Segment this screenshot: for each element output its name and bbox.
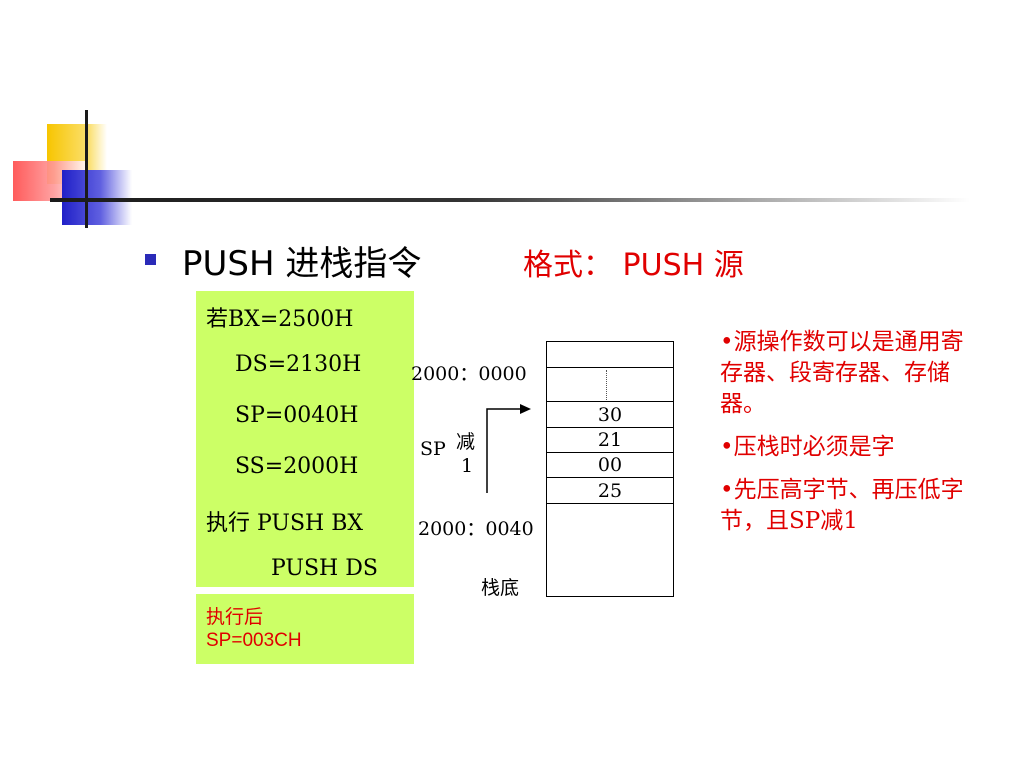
result-label: 执行后 bbox=[206, 607, 264, 628]
stack-dotted-line bbox=[606, 370, 607, 400]
stack-bottom-label: 栈底 bbox=[481, 577, 520, 599]
decor-vertical-line bbox=[85, 110, 88, 228]
sp-label: SP bbox=[420, 438, 446, 460]
example-line-sp: SP=0040H bbox=[235, 403, 359, 428]
stack-cell-value: 21 bbox=[597, 429, 623, 451]
stack-divider bbox=[546, 401, 674, 402]
stack-cell-value: 30 bbox=[597, 404, 623, 426]
result-panel: 执行后 SP=003CH bbox=[196, 594, 414, 664]
example-line-ds: DS=2130H bbox=[235, 352, 362, 377]
stack-diagram bbox=[546, 341, 674, 597]
result-sp-value: SP=003CH bbox=[206, 630, 302, 651]
stack-top-address: 2000：0000 bbox=[411, 363, 527, 385]
example-line-push-bx: 执行 PUSH BX bbox=[206, 511, 364, 536]
example-panel: 若BX=2500H DS=2130H SP=0040H SS=2000H 执行 … bbox=[196, 291, 414, 587]
note-item: •源操作数可以是通用寄存器、段寄存器、存储器。 bbox=[720, 329, 964, 417]
example-line-push-ds: PUSH DS bbox=[271, 556, 378, 581]
sp-decrement-value: 1 bbox=[461, 455, 474, 477]
sp-arrow-line bbox=[486, 408, 528, 493]
stack-divider bbox=[546, 427, 674, 428]
page-title: PUSH 进栈指令 bbox=[182, 244, 422, 284]
note-item: •压栈时必须是字 bbox=[720, 434, 895, 460]
decor-horizontal-rule bbox=[50, 198, 970, 202]
sp-decrement-label: 减 bbox=[456, 431, 476, 453]
stack-divider bbox=[546, 503, 674, 504]
decor-blue-square bbox=[62, 170, 132, 225]
example-line-ss: SS=2000H bbox=[235, 454, 359, 479]
notes-list: •源操作数可以是通用寄存器、段寄存器、存储器。 •压栈时必须是字 •先压高字节、… bbox=[720, 327, 970, 549]
stack-cell-value: 00 bbox=[597, 454, 623, 476]
format-label: 格式： PUSH 源 bbox=[523, 248, 744, 283]
stack-divider bbox=[546, 452, 674, 453]
stack-cell-value: 25 bbox=[597, 480, 623, 502]
bullet-icon bbox=[145, 254, 156, 265]
note-item: •先压高字节、再压低字节，且SP减1 bbox=[720, 477, 964, 534]
stack-divider bbox=[546, 477, 674, 478]
arrow-head-icon bbox=[520, 404, 531, 414]
example-line-bx: 若BX=2500H bbox=[206, 307, 354, 332]
stack-bottom-address: 2000：0040 bbox=[418, 518, 534, 540]
stack-divider bbox=[546, 367, 674, 368]
